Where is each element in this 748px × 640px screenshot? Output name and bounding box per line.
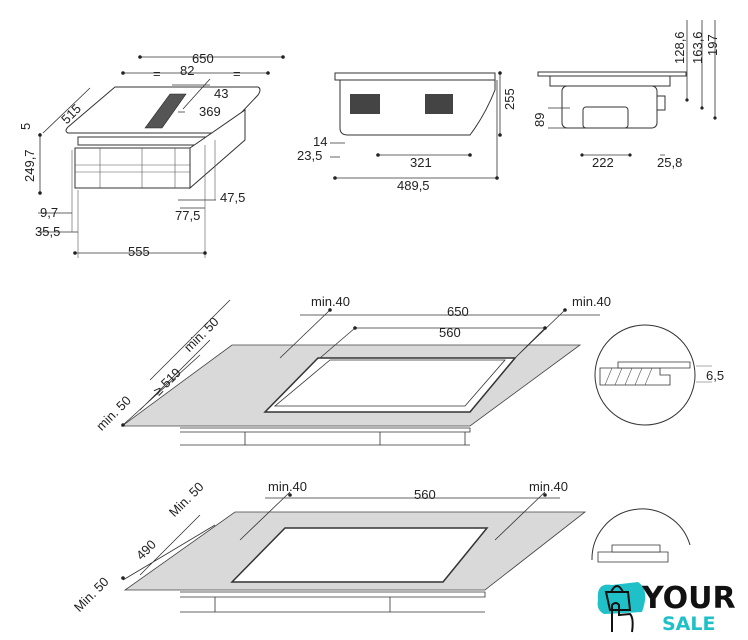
dim-outlet-width: 222: [592, 155, 614, 170]
flush-install-diagram: min.40 650 min.40 560 min. 50 ≥ 519 min.…: [93, 294, 724, 446]
std-cutout-depth: 490: [133, 537, 159, 563]
rear-glass: [537, 71, 687, 77]
std-cutout-width: 560: [414, 487, 436, 502]
rear-view: 128,6 163,6 197 89 222 25,8: [532, 20, 720, 170]
cutout: [230, 527, 489, 583]
rear-outlet: [582, 106, 629, 129]
dim-rear-a: 47,5: [220, 190, 245, 205]
dim-width: 650: [192, 51, 214, 66]
dim-h2: 163,6: [690, 31, 705, 64]
cutout: [263, 357, 517, 413]
std-rear-margin: Min. 50: [166, 479, 207, 520]
flush-margin-left: min.40: [311, 294, 350, 309]
dim-vent-length: 369: [199, 104, 221, 119]
std-margin-left: min.40: [268, 479, 307, 494]
dim-23: 23,5: [297, 148, 322, 163]
flush-front-margin: min. 50: [93, 393, 134, 434]
dim-equal-left: =: [153, 66, 161, 81]
rear-frame: [549, 75, 671, 87]
logo-text-your: YOUR: [641, 581, 736, 616]
perspective-view: 650 = 82 = 43 369 515 5 249,7 9,7 35,5 5…: [18, 51, 285, 259]
dim-h3: 197: [705, 34, 720, 56]
yoursale-logo: YOUR SALE: [597, 581, 736, 635]
dim-h1: 128,6: [672, 31, 687, 64]
dim-height: 249,7: [22, 149, 37, 182]
dim-total-width: 489,5: [397, 178, 430, 193]
side-glass: [334, 72, 496, 81]
flush-cutout-width: 560: [439, 325, 461, 340]
dim-rear-b: 77,5: [175, 208, 200, 223]
side-view: 255 14 23,5 321 489,5: [297, 71, 517, 193]
dim-inner-width: 321: [410, 155, 432, 170]
dim-equal-right: =: [233, 66, 241, 81]
dim-offset-a: 9,7: [40, 205, 58, 220]
side-housing: [339, 79, 496, 136]
vent-grille: [144, 93, 187, 129]
hand-pointer-icon: [611, 602, 634, 633]
fan-left: [350, 94, 380, 114]
shopping-bag-icon: [604, 585, 632, 611]
dim-outlet-height: 89: [532, 113, 547, 127]
dim-outlet-offset: 25,8: [657, 155, 682, 170]
flush-width: 650: [447, 304, 469, 319]
fan-right: [425, 94, 453, 114]
housing-side: [189, 109, 246, 190]
logo-text-sale: SALE: [662, 613, 715, 635]
detail-circle-standard: [591, 508, 691, 561]
fan-housing: [74, 147, 191, 189]
dim-bottom-width: 555: [128, 244, 150, 259]
hob-frame: [77, 136, 216, 146]
dim-vent-offset: 43: [214, 86, 228, 101]
flush-margin-right: min.40: [572, 294, 611, 309]
dim-side-height: 255: [502, 88, 517, 110]
dim-offset-b: 35,5: [35, 224, 60, 239]
rear-connector: [656, 95, 666, 111]
dim-glass: 5: [18, 123, 33, 130]
dim-14: 14: [313, 134, 327, 149]
dim-vent-width: 82: [180, 63, 194, 78]
flush-rebate: 6,5: [706, 368, 724, 383]
std-front-margin: Min. 50: [71, 574, 112, 615]
standard-install-diagram: min.40 560 min.40 Min. 50 490 Min. 50: [71, 479, 691, 615]
std-margin-right: min.40: [529, 479, 568, 494]
